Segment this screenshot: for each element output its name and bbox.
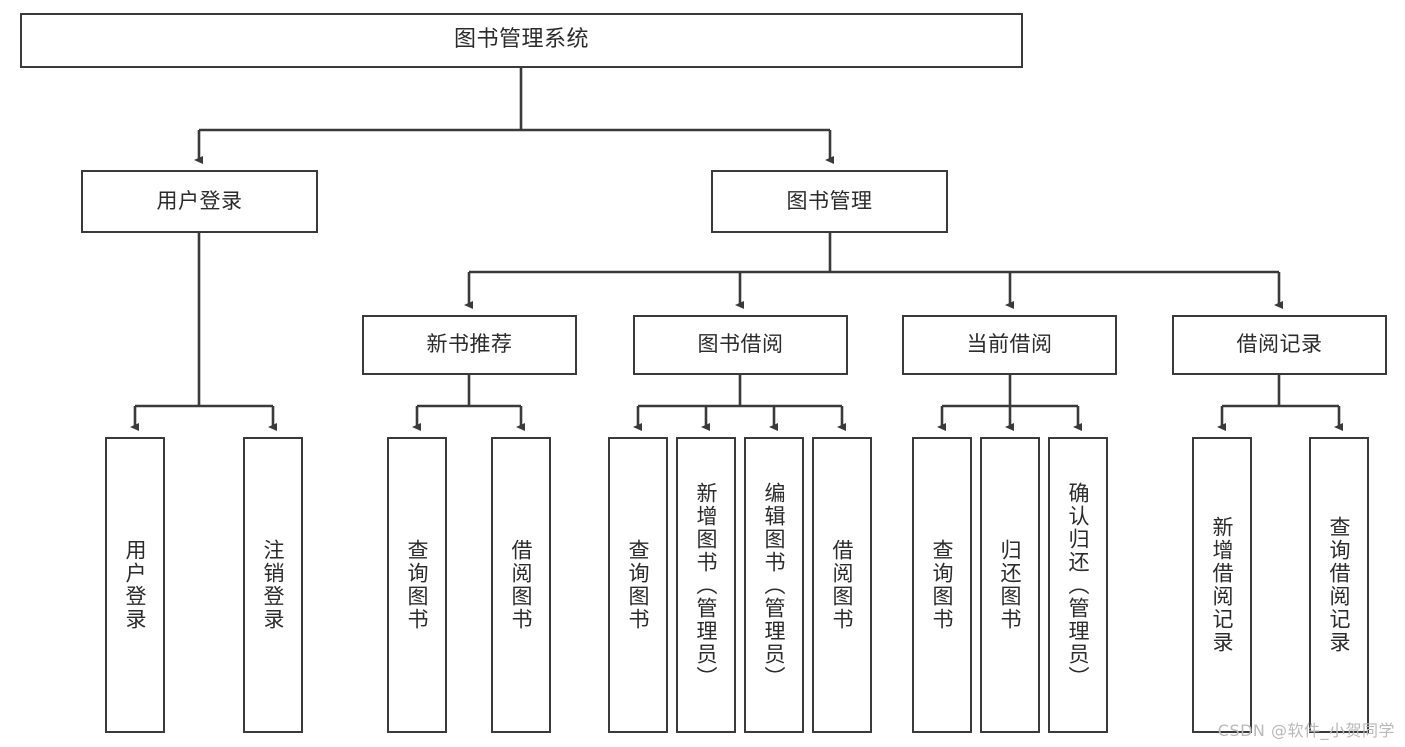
leaf-current-query-book[interactable]: 查询图书: [912, 437, 972, 733]
node-user-login[interactable]: 用户登录: [81, 170, 318, 233]
node-root-system[interactable]: 图书管理系统: [20, 13, 1023, 68]
node-label: 注销登录: [261, 539, 286, 631]
leaf-user-login-signin[interactable]: 用户登录: [105, 437, 165, 733]
node-label: 查询借阅记录: [1327, 516, 1352, 654]
node-label: 借阅记录: [1236, 332, 1323, 357]
node-label: 新书推荐: [426, 332, 513, 357]
node-borrow-record[interactable]: 借阅记录: [1172, 315, 1387, 375]
node-label: 查询图书: [626, 539, 651, 631]
node-book-borrow[interactable]: 图书借阅: [633, 315, 848, 375]
node-label: 查询图书: [930, 539, 955, 631]
node-label: 新增图书（管理员）: [694, 481, 719, 689]
watermark: CSDN @软件_小贺同学: [1217, 721, 1395, 740]
leaf-record-query-record[interactable]: 查询借阅记录: [1309, 437, 1369, 733]
node-label: 当前借阅: [966, 332, 1053, 357]
leaf-user-login-signout[interactable]: 注销登录: [243, 437, 303, 733]
node-label: 图书借阅: [697, 332, 784, 357]
node-label: 借阅图书: [830, 539, 855, 631]
node-label: 编辑图书（管理员）: [762, 481, 787, 689]
leaf-current-confirm-return[interactable]: 确认归还（管理员）: [1048, 437, 1108, 733]
node-label: 图书管理系统: [453, 27, 589, 53]
leaf-borrow-edit-book[interactable]: 编辑图书（管理员）: [744, 437, 804, 733]
node-label: 确认归还（管理员）: [1066, 481, 1091, 689]
node-label: 借阅图书: [509, 539, 534, 631]
node-label: 图书管理: [786, 188, 873, 213]
node-label: 用户登录: [156, 188, 243, 213]
node-label: 归还图书: [998, 539, 1023, 631]
leaf-borrow-borrow-book[interactable]: 借阅图书: [812, 437, 872, 733]
leaf-borrow-add-book[interactable]: 新增图书（管理员）: [676, 437, 736, 733]
leaf-current-return-book[interactable]: 归还图书: [980, 437, 1040, 733]
leaf-borrow-query-book[interactable]: 查询图书: [608, 437, 668, 733]
node-label: 用户登录: [123, 539, 148, 631]
leaf-record-add-record[interactable]: 新增借阅记录: [1192, 437, 1252, 733]
node-new-book-recommend[interactable]: 新书推荐: [362, 315, 577, 375]
node-label: 新增借阅记录: [1210, 516, 1235, 654]
node-label: 查询图书: [405, 539, 430, 631]
node-current-borrow[interactable]: 当前借阅: [902, 315, 1117, 375]
node-book-management[interactable]: 图书管理: [711, 170, 948, 233]
leaf-recommend-borrow-book[interactable]: 借阅图书: [491, 437, 551, 733]
leaf-recommend-query-book[interactable]: 查询图书: [387, 437, 447, 733]
